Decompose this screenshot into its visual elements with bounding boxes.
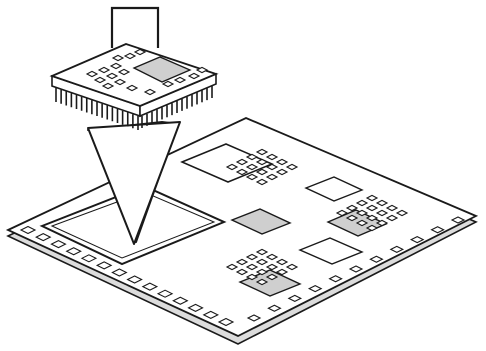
pickup-arm	[112, 8, 158, 48]
circuit-board	[8, 118, 476, 344]
chip-icon	[52, 44, 216, 130]
